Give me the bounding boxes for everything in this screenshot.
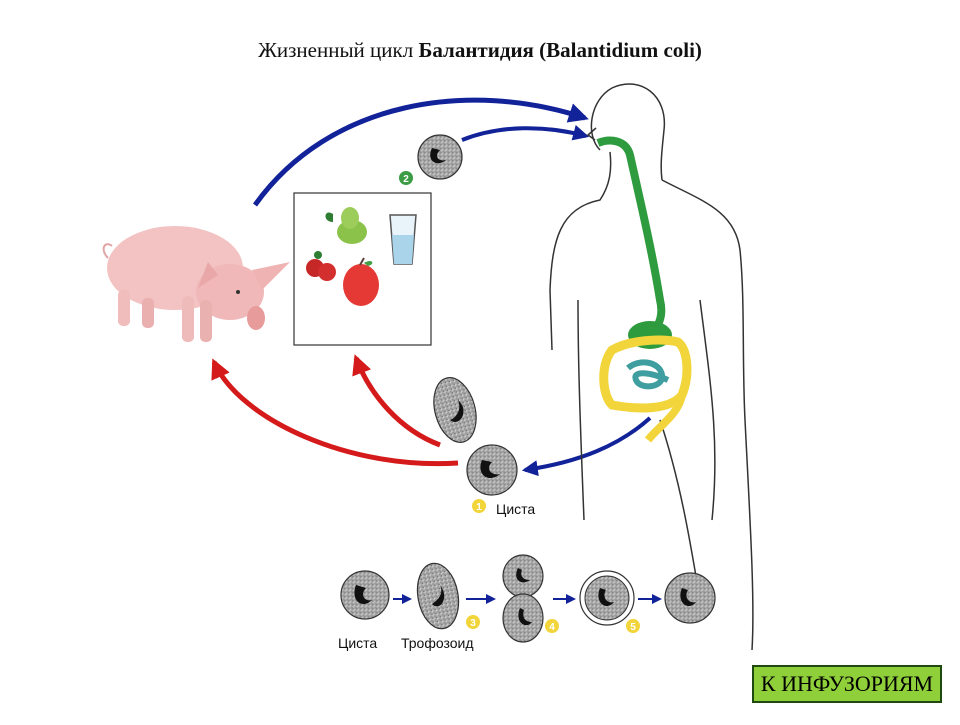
stage-trophozoite-label: Трофозоид [401, 635, 474, 651]
return-arrow-outer [211, 358, 459, 467]
water-glass-icon [389, 214, 417, 265]
ingestion-arrow [461, 124, 590, 142]
svg-text:3: 3 [470, 618, 476, 629]
pear-icon [325, 207, 367, 244]
title-species: Балантидия (Balantidium coli) [418, 38, 702, 62]
svg-text:2: 2 [403, 174, 409, 185]
transmission-arrow-top [252, 97, 589, 207]
pig-icon [102, 226, 290, 342]
infusoria-nav-button[interactable]: К ИНФУЗОРИЯМ [752, 665, 942, 703]
seq-cyst-2 [664, 572, 716, 624]
stage-marker-5: 5 [626, 619, 640, 633]
stage-marker-2: 2 [399, 171, 413, 185]
seq-cyst-1 [340, 570, 390, 620]
apple-icon [343, 257, 379, 306]
excretion-arrow [521, 416, 652, 477]
page-title: Жизненный цикл Балантидия (Balantidium c… [0, 38, 960, 63]
title-prefix: Жизненный цикл [258, 38, 419, 62]
large-intestine [599, 335, 692, 443]
stage-marker-3: 3 [466, 615, 480, 629]
svg-text:4: 4 [549, 622, 555, 633]
human-body-icon [549, 83, 754, 651]
return-arrow-inner [352, 354, 441, 448]
stage-marker-4: 4 [545, 619, 559, 633]
small-intestine [626, 359, 670, 390]
cyst-icon [417, 134, 463, 180]
cyst-main-icon [466, 444, 518, 496]
stage-marker-1: 1 [472, 499, 486, 513]
seq-division [502, 554, 544, 643]
trophozoite-icon [433, 377, 477, 443]
seq-encystment [579, 570, 635, 626]
seq-trophozoite [416, 562, 460, 630]
raspberry-icon [306, 251, 336, 281]
svg-text:5: 5 [630, 622, 636, 633]
stage-cyst-label: Циста [338, 635, 378, 651]
cyst-main-label: Циста [496, 501, 536, 517]
svg-text:1: 1 [476, 502, 482, 513]
